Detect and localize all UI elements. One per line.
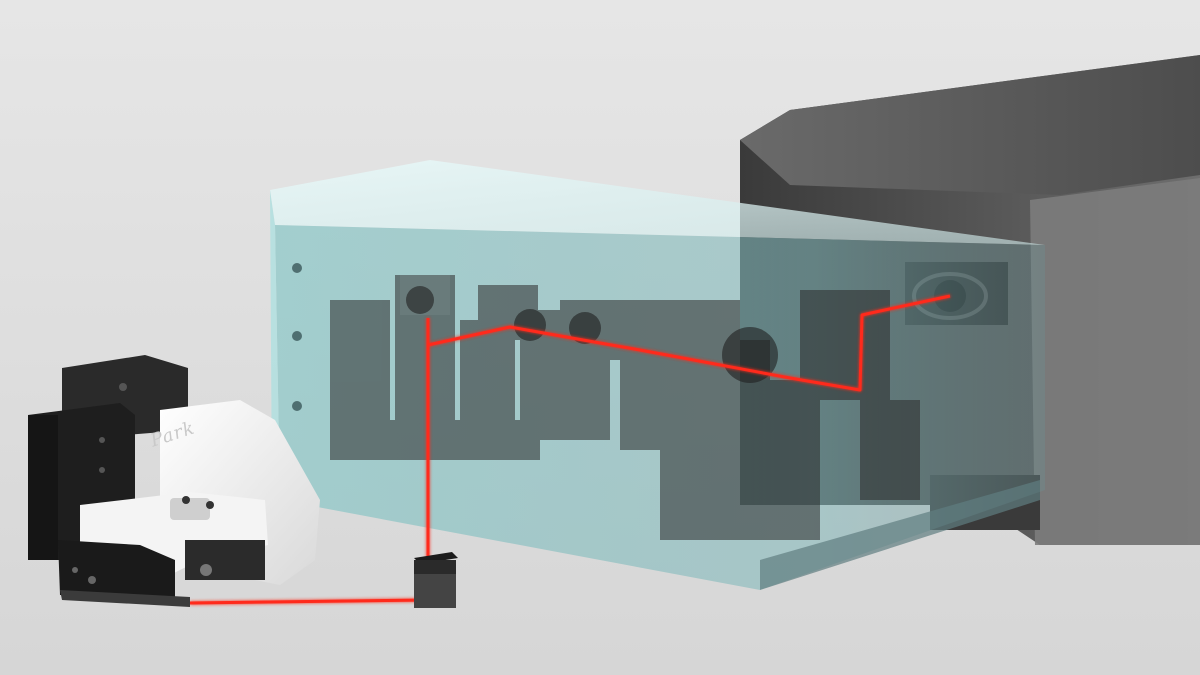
clamp-base	[58, 540, 175, 600]
laser-beam-to-head	[189, 598, 429, 605]
optics-enclosure	[270, 160, 1045, 590]
controller-head	[28, 355, 320, 607]
head-shell	[160, 400, 320, 585]
laser-beam-path	[189, 294, 951, 605]
laser-beam-main	[426, 294, 951, 585]
detector-cube	[414, 552, 458, 608]
mount-hole	[292, 401, 302, 411]
mount-hole	[292, 263, 302, 273]
mount-hole	[292, 331, 302, 341]
